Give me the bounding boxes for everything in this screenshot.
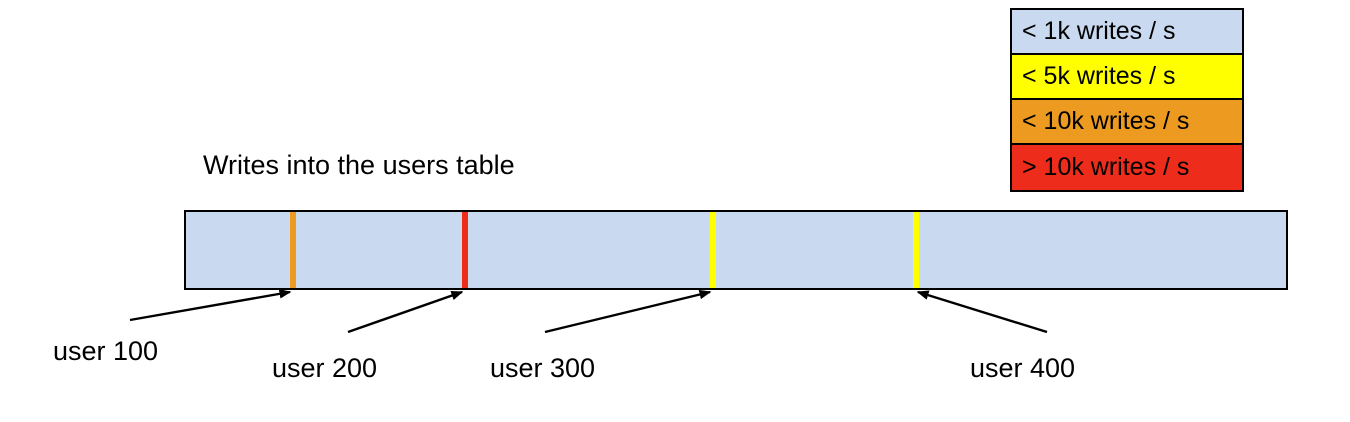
callout-arrow-3 [916, 290, 1048, 334]
legend: < 1k writes / s < 5k writes / s < 10k writ… [1010, 8, 1244, 192]
legend-item-1: < 5k writes / s [1012, 55, 1242, 100]
legend-item-2: < 10k writes / s [1012, 100, 1242, 145]
legend-item-label: > 10k writes / s [1022, 153, 1190, 181]
callout-arrow-2 [544, 289, 712, 334]
marker-label-0: user 100 [53, 336, 159, 366]
legend-item-label: < 5k writes / s [1022, 62, 1176, 90]
callout-arrow-1 [347, 290, 464, 334]
users-table-bar [184, 210, 1288, 290]
legend-item-0: < 1k writes / s [1012, 10, 1242, 55]
marker-label-1: user 200 [272, 353, 378, 383]
callout-arrow-0 [129, 289, 292, 322]
bar-marker-2 [710, 212, 716, 288]
page-title: Writes into the users table [203, 150, 515, 180]
legend-item-3: > 10k writes / s [1012, 145, 1242, 190]
bar-marker-1 [462, 212, 468, 288]
marker-label-3: user 400 [970, 353, 1076, 383]
bar-marker-3 [913, 212, 919, 288]
legend-item-label: < 1k writes / s [1022, 17, 1176, 45]
legend-item-label: < 10k writes / s [1022, 107, 1190, 135]
bar-marker-0 [290, 212, 296, 288]
marker-label-2: user 300 [490, 353, 596, 383]
